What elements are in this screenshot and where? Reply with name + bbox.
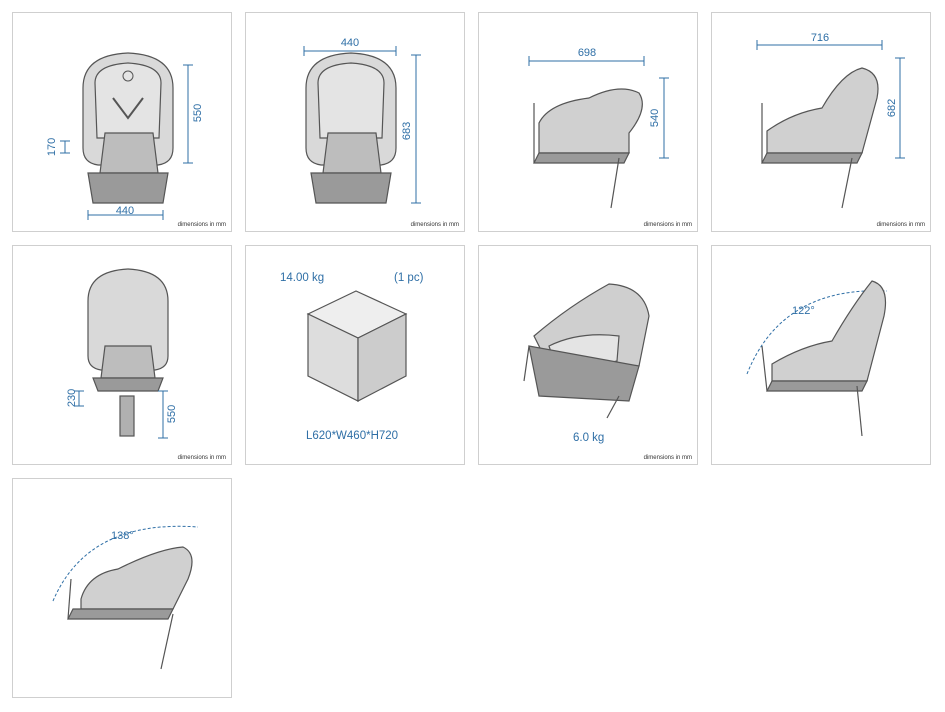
dim-harness-label: 170 [46,138,58,156]
package-dimensions-label: L620*W460*H720 [306,430,399,442]
dim-width-label: 440 [341,37,359,49]
panel-package: 14.00 kg (1 pc) L620*W460*H720 [245,245,465,465]
front-seat-drawing: 550 170 440 [46,52,204,220]
dimensions-note: dimensions in mm [643,455,692,461]
panel-recline-rear: 138° [12,478,232,698]
seat-weight-label: 6.0 kg [573,432,605,444]
panel-recline-forward: 122° [711,245,931,465]
package-weight-label: 14.00 kg [280,272,325,284]
front-top-seat-drawing: 440 683 [303,37,421,204]
dim-base-width-label: 440 [116,205,134,217]
side-forward-seat-drawing: 716 682 [756,32,905,209]
dimensions-note: dimensions in mm [177,455,226,461]
recline-angle-arc [52,525,199,602]
side-rear-seat-drawing: 698 540 [528,47,669,209]
dimensions-note: dimensions in mm [643,222,692,228]
package-box-drawing [306,290,408,402]
panel-front-top-view: 440 683 dimensions in mm [245,12,465,232]
panel-side-forward-view: 716 682 dimensions in mm [711,12,931,232]
dim-length-label: 698 [578,47,596,59]
recline-angle-arc [746,290,888,375]
dim-height-label: 683 [401,122,413,140]
perspective-seat-drawing [523,283,650,419]
panel-side-rear-view: 698 540 dimensions in mm [478,12,698,232]
recline-angle-label: 138° [111,530,134,542]
dim-height-label: 550 [192,104,204,122]
panel-front-leg-view: 230 550 dimensions in mm [12,245,232,465]
recline-angle-label: 122° [792,305,815,317]
dim-length-label: 716 [811,32,829,44]
recline-forward-drawing: 122° [746,280,888,437]
front-leg-seat-drawing: 230 550 [66,268,178,439]
recline-rear-drawing: 138° [52,525,199,670]
dim-offset-label: 230 [66,389,78,407]
panel-perspective: 6.0 kg dimensions in mm [478,245,698,465]
dim-leg-label: 550 [166,405,178,423]
dimensions-note: dimensions in mm [410,222,459,228]
package-pieces-label: (1 pc) [394,272,424,284]
dimensions-note: dimensions in mm [876,222,925,228]
panel-front-view: 550 170 440 dimensions in mm [12,12,232,232]
dim-height-label: 540 [649,109,661,127]
dim-height-label: 682 [886,99,898,117]
dimensions-note: dimensions in mm [177,222,226,228]
